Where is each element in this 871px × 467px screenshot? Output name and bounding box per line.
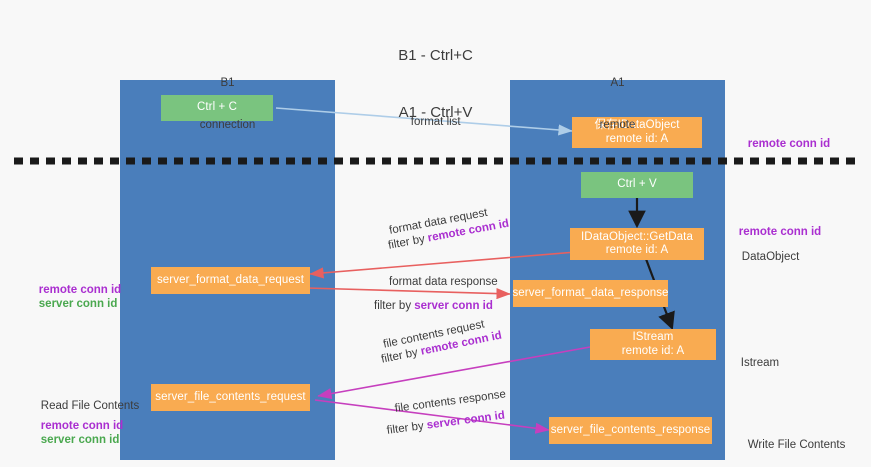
annotation-left-server-conn-id-mid-text: server conn id: [38, 298, 118, 310]
box-server-file-contents-response[interactable]: server_file_contents_response: [549, 417, 712, 444]
column-header-a1: A1 remote: [510, 48, 725, 160]
box-server-file-contents-request-label: server_file_contents_request: [155, 390, 306, 403]
box-ctrl-c-label: Ctrl + C: [196, 101, 238, 114]
column-header-b1: B1 connection: [120, 48, 335, 160]
filter-prefix: filter by: [374, 300, 415, 312]
box-istream-line-1: IStream: [632, 331, 674, 343]
annotation-left-remote-conn-id-mid: remote conn id: [26, 269, 121, 311]
annotation-left-server-conn-id-mid: server conn id: [26, 283, 118, 325]
page-title-line-2: A1 - Ctrl+V: [398, 104, 473, 121]
box-ctrl-v-label: Ctrl + V: [617, 178, 657, 191]
annotation-remote-conn-id-top-text: remote conn id: [747, 138, 831, 150]
box-server-format-data-response-label: server_format_data_response: [512, 286, 669, 299]
arrow-label-format-data-response: format data response: [389, 275, 498, 289]
annotation-remote-conn-id-mid: remote conn id: [726, 211, 821, 253]
annotation-remote-conn-id-mid-text: remote conn id: [738, 226, 822, 238]
annotation-istream-text: Istream: [740, 357, 780, 369]
arrow-label-format-data-response-filter: filter by server conn id: [374, 299, 493, 313]
annotation-left-server-conn-id-bottom-text: server conn id: [40, 434, 120, 446]
box-istream[interactable]: IStream remote id: A: [590, 329, 716, 360]
column-header-b1-role: connection: [199, 119, 256, 131]
arrow-file-contents-response: [314, 399, 550, 434]
box-server-file-contents-response-label: server_file_contents_response: [550, 423, 711, 436]
annotation-read-file-contents: Read File Contents: [28, 385, 139, 427]
annotation-write-file-contents-text: Write File Contents: [747, 439, 846, 451]
arrow-format-data-response: [306, 287, 511, 300]
box-istream-line-2: remote id: A: [621, 344, 685, 357]
box-server-format-data-request[interactable]: server_format_data_request: [151, 267, 310, 294]
annotation-left-remote-conn-id-bottom: remote conn id: [28, 405, 123, 447]
annotation-read-file-contents-text: Read File Contents: [40, 400, 140, 412]
box-ctrl-c[interactable]: Ctrl + C: [161, 95, 273, 121]
box-server-format-data-request-label: server_format_data_request: [156, 273, 305, 286]
box-idataobject-store-line-1: 保存IDataObject: [594, 119, 680, 131]
column-header-a1-name: A1: [610, 77, 625, 89]
arrow-file-contents-request: [317, 346, 591, 400]
page-title: B1 - Ctrl+C A1 - Ctrl+V: [0, 8, 871, 160]
annotation-left-remote-conn-id-mid-text: remote conn id: [38, 284, 122, 296]
box-idataobject-getdata[interactable]: IDataObject::GetData remote id: A: [570, 228, 704, 260]
annotation-left-remote-conn-id-bottom-text: remote conn id: [40, 420, 124, 432]
box-idataobject-getdata-line-2: remote id: A: [605, 244, 669, 256]
arrow-format-data-request: [309, 251, 577, 279]
box-idataobject-store[interactable]: 保存IDataObject remote id: A: [572, 117, 702, 148]
annotation-istream: Istream: [728, 342, 779, 384]
column-header-a1-role: remote: [599, 119, 636, 131]
annotation-dataobject: DataObject: [729, 236, 800, 278]
arrow-label-format-data-response-text: format data response: [389, 276, 498, 288]
annotation-dataobject-text: DataObject: [741, 251, 800, 263]
box-idataobject-getdata-line-1: IDataObject::GetData: [581, 230, 693, 243]
annotation-left-server-conn-id-bottom: server conn id: [28, 419, 120, 461]
box-server-format-data-response[interactable]: server_format_data_response: [512, 280, 669, 307]
arrow-format-list: [275, 107, 573, 136]
annotation-write-file-contents: Write File Contents: [735, 424, 846, 466]
filter-key-server-conn-id: server conn id: [414, 300, 493, 312]
box-idataobject-store-line-2: remote id: A: [605, 132, 669, 145]
box-server-file-contents-request[interactable]: server_file_contents_request: [151, 384, 310, 411]
page-title-line-1: B1 - Ctrl+C: [398, 47, 473, 64]
column-header-b1-name: B1: [220, 77, 235, 89]
arrow-label-format-list: format list: [398, 101, 461, 143]
arrow-label-format-list-text: format list: [410, 116, 461, 128]
box-ctrl-v[interactable]: Ctrl + V: [581, 172, 693, 198]
annotation-remote-conn-id-top: remote conn id: [735, 123, 830, 165]
